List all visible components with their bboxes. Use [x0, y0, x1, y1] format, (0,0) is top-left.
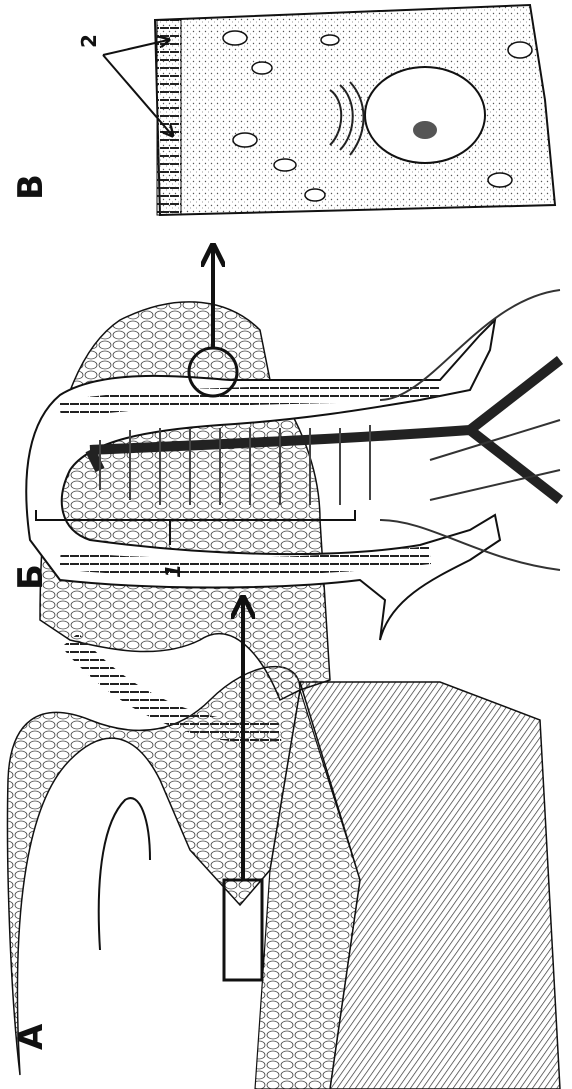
inner-fold-line: [99, 798, 150, 950]
label-panel-a: А: [11, 1023, 51, 1050]
microvilli-border: [157, 20, 181, 215]
nucleus: [365, 67, 485, 163]
label-number-2: 2: [77, 34, 101, 48]
panel-v-enterocyte: [103, 5, 555, 215]
label-number-1: 1: [161, 564, 185, 578]
label-panel-v: В: [11, 174, 51, 200]
label-panel-b: Б: [11, 564, 51, 590]
nucleolus: [413, 121, 437, 139]
